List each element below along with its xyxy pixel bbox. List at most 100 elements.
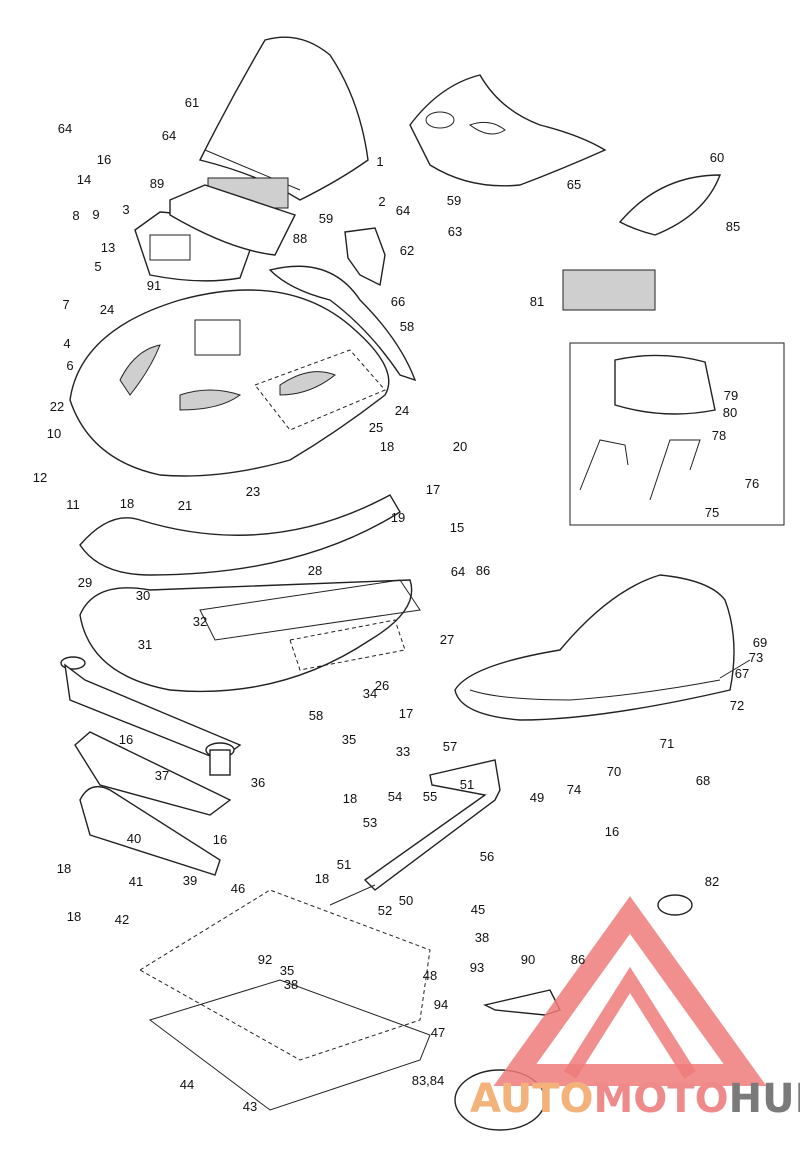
callout-c7: 7 xyxy=(62,297,69,312)
callout-c45: 45 xyxy=(471,902,485,917)
upper-console-part xyxy=(409,74,607,187)
callout-c51a: 51 xyxy=(460,777,474,792)
callout-c61: 61 xyxy=(185,95,199,110)
callout-c19: 19 xyxy=(391,510,405,525)
callout-c18e: 18 xyxy=(57,861,71,876)
callout-c53: 53 xyxy=(363,815,377,830)
callout-c67: 67 xyxy=(735,666,749,681)
callout-c16c: 16 xyxy=(213,832,227,847)
watermark-hub: HUB xyxy=(728,1076,800,1122)
callout-c24b: 24 xyxy=(395,403,409,418)
callout-c41: 41 xyxy=(129,874,143,889)
callout-c57: 57 xyxy=(443,739,457,754)
callout-c81: 81 xyxy=(530,294,544,309)
callout-c58a: 58 xyxy=(400,319,414,334)
callout-c60: 60 xyxy=(710,150,724,165)
callout-c92: 92 xyxy=(258,952,272,967)
callout-c33: 33 xyxy=(396,744,410,759)
callout-c71: 71 xyxy=(660,736,674,751)
callout-c46: 46 xyxy=(231,881,245,896)
callout-c59b: 59 xyxy=(447,193,461,208)
callout-c23: 23 xyxy=(246,484,260,499)
callout-c12: 12 xyxy=(33,470,47,485)
callout-c21: 21 xyxy=(178,498,192,513)
callout-c38a: 38 xyxy=(475,930,489,945)
callout-c6: 6 xyxy=(66,358,73,373)
callout-c64d: 64 xyxy=(451,564,465,579)
rear-trim-part xyxy=(618,174,722,236)
callout-c64c: 64 xyxy=(396,203,410,218)
callout-c17a: 17 xyxy=(426,482,440,497)
callout-c17b: 17 xyxy=(399,706,413,721)
callout-c36: 36 xyxy=(251,775,265,790)
callout-c44: 44 xyxy=(180,1077,194,1092)
callout-c8: 8 xyxy=(72,208,79,223)
callout-c94: 94 xyxy=(434,997,448,1012)
callout-c66: 66 xyxy=(391,294,405,309)
callout-c18a: 18 xyxy=(380,439,394,454)
callout-c35a: 35 xyxy=(342,732,356,747)
callout-c1: 1 xyxy=(376,154,383,169)
callout-c72: 72 xyxy=(730,698,744,713)
callout-c27: 27 xyxy=(440,632,454,647)
callout-c49: 49 xyxy=(530,790,544,805)
callout-c4: 4 xyxy=(63,336,70,351)
side-panel-part xyxy=(268,265,417,382)
callout-c63: 63 xyxy=(448,224,462,239)
foam-pad-part xyxy=(562,269,656,311)
callout-c20: 20 xyxy=(453,439,467,454)
handle-bar-part xyxy=(60,656,242,876)
callout-c89: 89 xyxy=(150,176,164,191)
callout-c28: 28 xyxy=(308,563,322,578)
callout-c18f: 18 xyxy=(67,909,81,924)
callout-c13: 13 xyxy=(101,240,115,255)
watermark-auto: AUTO xyxy=(470,1076,594,1122)
backrest-part xyxy=(569,342,785,526)
callout-c56: 56 xyxy=(480,849,494,864)
callout-c80: 80 xyxy=(723,405,737,420)
callout-c54: 54 xyxy=(388,789,402,804)
callout-c10: 10 xyxy=(47,426,61,441)
callout-c70: 70 xyxy=(607,764,621,779)
callout-c9: 9 xyxy=(92,207,99,222)
callout-c48: 48 xyxy=(423,968,437,983)
callout-c39: 39 xyxy=(183,873,197,888)
watermark-moto: MOTO xyxy=(593,1076,729,1122)
callout-c69: 69 xyxy=(753,635,767,650)
callout-c15: 15 xyxy=(450,520,464,535)
callout-c52: 52 xyxy=(378,903,392,918)
callout-c11: 11 xyxy=(66,497,80,512)
callout-c16d: 16 xyxy=(605,824,619,839)
callout-c16b: 16 xyxy=(119,732,133,747)
callout-c43: 43 xyxy=(243,1099,257,1114)
callout-c16a: 16 xyxy=(97,152,111,167)
hood-part xyxy=(69,289,390,477)
windshield-part xyxy=(198,36,369,201)
callout-c73: 73 xyxy=(749,650,763,665)
callout-c51b: 51 xyxy=(337,857,351,872)
callout-c26: 26 xyxy=(375,678,389,693)
callout-c90: 90 xyxy=(521,952,535,967)
callout-c86b: 86 xyxy=(571,952,585,967)
callout-c78: 78 xyxy=(712,428,726,443)
callout-c40: 40 xyxy=(127,831,141,846)
callout-c35b: 35 xyxy=(280,963,294,978)
callout-c22: 22 xyxy=(50,399,64,414)
callout-c91: 91 xyxy=(147,278,161,293)
callout-c34: 34 xyxy=(363,686,377,701)
callout-c86a: 86 xyxy=(476,563,490,578)
callout-c93: 93 xyxy=(470,960,484,975)
callout-c14: 14 xyxy=(77,172,91,187)
bracket-part xyxy=(344,227,386,287)
callout-c38b: 38 xyxy=(284,977,298,992)
callout-c55: 55 xyxy=(423,789,437,804)
instrument-housing-part xyxy=(134,177,296,282)
callout-c74: 74 xyxy=(567,782,581,797)
callout-c18d: 18 xyxy=(315,871,329,886)
callout-c85: 85 xyxy=(726,219,740,234)
callout-c59a: 59 xyxy=(319,211,333,226)
callout-c50: 50 xyxy=(399,893,413,908)
callout-c82: 82 xyxy=(705,874,719,889)
